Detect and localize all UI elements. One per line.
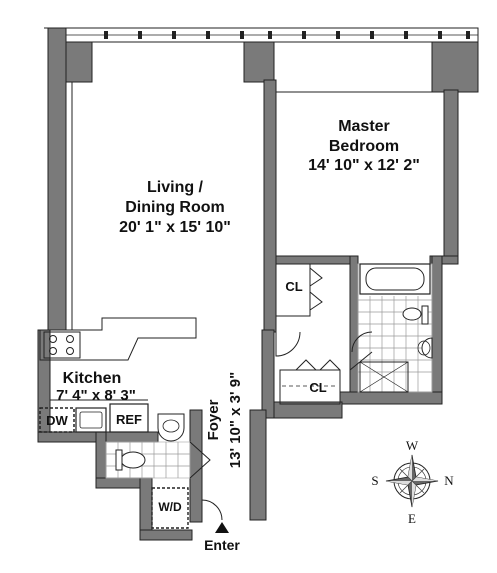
dishwasher-label: DW — [46, 413, 68, 428]
bedroom-closet-label: CL — [285, 279, 302, 294]
toilet-icon — [402, 307, 422, 321]
kitchen-dimensions: 7' 4" x 8' 3" — [56, 387, 136, 404]
burner-icon — [66, 335, 74, 343]
living-room-dimensions: 20' 1" x 15' 10" — [119, 219, 231, 236]
burner-icon — [49, 335, 57, 343]
foyer-dimensions: 13' 10" x 3' 9" — [227, 372, 244, 468]
refrigerator-label: REF — [116, 412, 142, 427]
living-room-name-line2: Dining Room — [125, 199, 225, 216]
entry-label: Enter — [204, 537, 240, 553]
burner-icon — [49, 347, 57, 355]
cooktop — [43, 331, 81, 359]
compass-north: N — [444, 473, 454, 488]
refrigerator — [109, 403, 149, 433]
foyer-name: Foyer — [205, 399, 222, 440]
bedroom-closet — [275, 263, 323, 317]
bedroom-name-line2: Bedroom — [329, 138, 399, 155]
compass-rose: W E S N — [371, 438, 454, 526]
kitchen-name: Kitchen — [63, 370, 122, 387]
hall-closet — [279, 359, 341, 405]
sink-icon — [75, 407, 107, 433]
exterior-walls — [37, 27, 479, 541]
bedroom-name-line1: Master — [338, 118, 390, 135]
basin-icon — [421, 337, 433, 359]
shower-icon — [359, 361, 409, 393]
half-bath — [105, 413, 211, 479]
interior-lines — [50, 81, 444, 401]
compass-south: S — [371, 473, 378, 488]
compass-east: E — [408, 511, 416, 526]
kitchen-counter — [39, 317, 197, 361]
hall-closet-label: CL — [309, 380, 326, 395]
bedroom-dimensions: 14' 10" x 12' 2" — [308, 157, 420, 174]
compass-west: W — [406, 438, 419, 453]
window-mullions — [104, 31, 470, 39]
doors — [201, 331, 373, 521]
toilet-icon — [120, 451, 146, 469]
washer-dryer — [151, 487, 189, 529]
kitchen-appliances — [39, 403, 149, 433]
master-bath — [357, 263, 433, 393]
entry-arrow-icon — [215, 522, 229, 533]
washer-dryer-label: W/D — [158, 500, 182, 514]
living-room-name-line1: Living / — [147, 179, 204, 196]
basin-icon — [157, 413, 185, 442]
burner-icon — [66, 347, 74, 355]
dishwasher — [39, 407, 75, 433]
